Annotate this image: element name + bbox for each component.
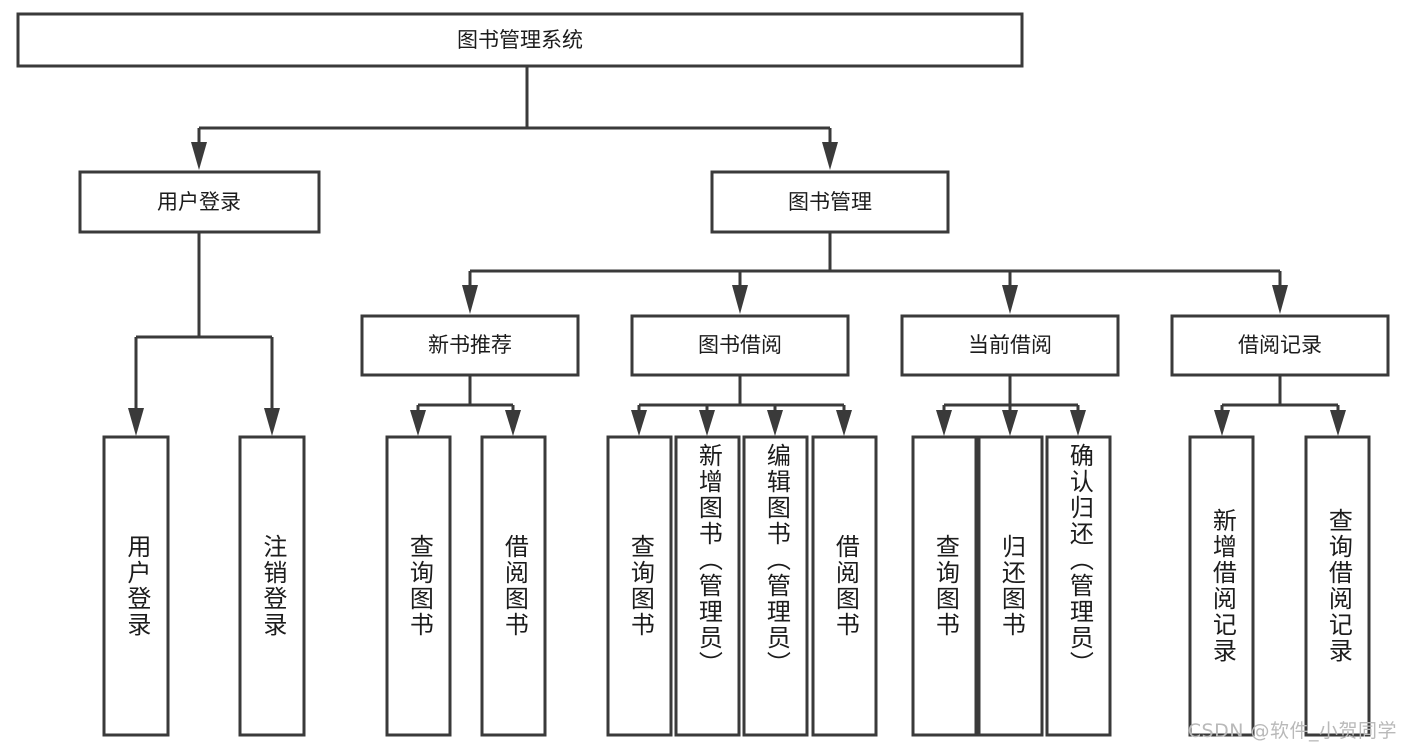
node-user-login-label: 用户登录 xyxy=(157,190,241,214)
arrow-head-borrow-record xyxy=(1272,285,1288,314)
leaf-box-user-logout[interactable] xyxy=(238,435,306,737)
node-new-book-recommend-box[interactable] xyxy=(360,314,580,377)
connector-bookmanage-to-level2 xyxy=(462,232,1288,314)
leaf-box-add-book[interactable] xyxy=(674,435,741,737)
leaf-box-user-login[interactable] xyxy=(102,435,170,737)
arrow-head-br-2 xyxy=(1330,410,1346,436)
leaf-box-query-book-2[interactable] xyxy=(606,435,673,737)
arrow-head-bb-1 xyxy=(631,410,647,436)
arrow-head-bb-4 xyxy=(836,410,852,436)
connector-newbook-to-leaves xyxy=(410,375,521,436)
arrow-head-new-book xyxy=(462,285,478,314)
arrow-head-cb-1 xyxy=(936,410,952,436)
node-user-login-box[interactable] xyxy=(78,170,321,234)
arrow-head-br-1 xyxy=(1214,410,1230,436)
leaf-box-edit-book[interactable] xyxy=(742,435,809,737)
arrow-head-bb-3 xyxy=(767,410,783,436)
node-book-borrow-label: 图书借阅 xyxy=(698,333,782,357)
leaf-box-query-book-1[interactable] xyxy=(385,435,452,737)
arrow-head-book-borrow xyxy=(732,285,748,314)
node-current-borrow-label: 当前借阅 xyxy=(968,333,1052,357)
arrow-head-leaf-user-logout xyxy=(264,408,280,436)
arrow-head-nb-1 xyxy=(410,410,426,436)
leaf-box-return-book[interactable] xyxy=(977,435,1044,737)
node-root[interactable]: 图书管理系统 xyxy=(16,12,1024,68)
connector-currentborrow-to-leaves xyxy=(936,375,1086,436)
node-new-book-recommend[interactable]: 新书推荐 xyxy=(360,314,580,377)
node-borrow-record-label: 借阅记录 xyxy=(1238,333,1322,357)
arrow-head-leaf-user-login xyxy=(128,408,144,436)
node-current-borrow-box[interactable] xyxy=(900,314,1120,377)
node-borrow-record-box[interactable] xyxy=(1170,314,1390,377)
arrow-head-nb-2 xyxy=(505,410,521,436)
arrow-head-user-login xyxy=(191,142,207,170)
leaf-box-borrow-book-2[interactable] xyxy=(811,435,878,737)
leaf-box-query-book-3[interactable] xyxy=(911,435,978,737)
node-borrow-record[interactable]: 借阅记录 xyxy=(1170,314,1390,377)
node-user-login[interactable]: 用户登录 xyxy=(78,170,321,234)
leaf-box-query-record[interactable] xyxy=(1304,435,1371,737)
connector-borrowrecord-to-leaves xyxy=(1214,375,1346,436)
connector-bookborrow-to-leaves xyxy=(631,375,852,436)
node-book-manage[interactable]: 图书管理 xyxy=(710,170,950,234)
node-root-label: 图书管理系统 xyxy=(457,28,583,52)
arrow-head-bb-2 xyxy=(699,410,715,436)
leaf-box-borrow-book-1[interactable] xyxy=(480,435,547,737)
node-new-book-recommend-label: 新书推荐 xyxy=(428,333,512,357)
arrow-head-book-manage xyxy=(822,142,838,170)
node-root-box[interactable] xyxy=(16,12,1024,68)
node-book-borrow-box[interactable] xyxy=(630,314,850,377)
csdn-watermark: CSDN @软件_小贺同学 xyxy=(1187,720,1397,742)
node-current-borrow[interactable]: 当前借阅 xyxy=(900,314,1120,377)
leaf-box-add-record[interactable] xyxy=(1188,435,1255,737)
node-book-borrow[interactable]: 图书借阅 xyxy=(630,314,850,377)
node-book-manage-label: 图书管理 xyxy=(788,190,872,214)
connector-root-to-level1 xyxy=(191,66,838,170)
leaf-box-confirm-return[interactable] xyxy=(1045,435,1112,737)
connector-userlogin-to-leaves xyxy=(128,232,280,436)
arrow-head-cb-3 xyxy=(1070,410,1086,436)
arrow-head-current-borrow xyxy=(1002,285,1018,314)
node-book-manage-box[interactable] xyxy=(710,170,950,234)
arrow-head-cb-2 xyxy=(1002,410,1018,436)
